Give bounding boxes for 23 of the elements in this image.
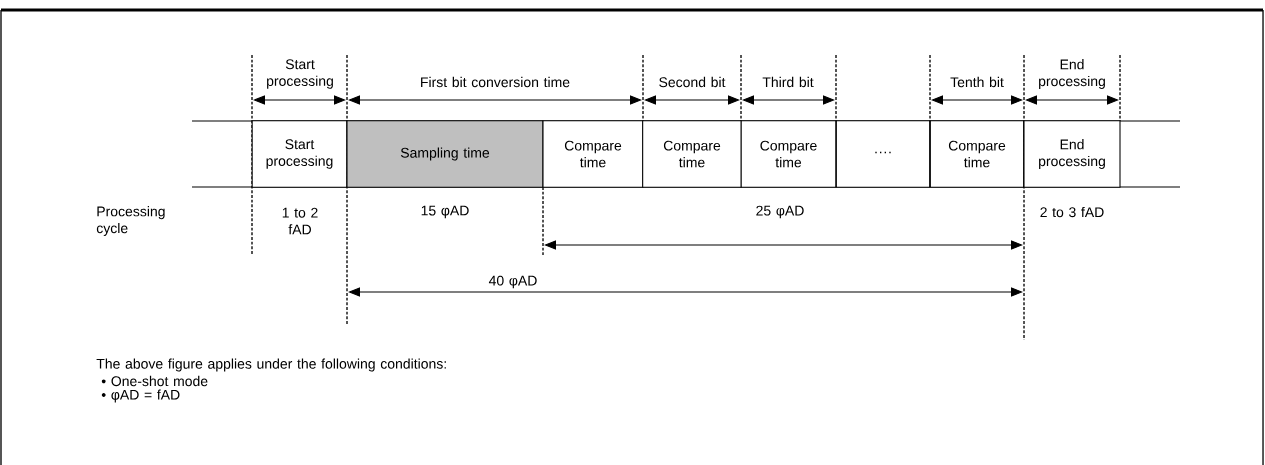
timing-cell: Compare time bbox=[740, 120, 837, 188]
timing-cell: ···· bbox=[835, 120, 931, 188]
timing-cell: Compare time bbox=[642, 120, 742, 188]
label-text: Start processing bbox=[267, 59, 333, 89]
label-text: • φAD = fAD bbox=[101, 389, 180, 403]
timing-cell: Compare time bbox=[542, 120, 644, 188]
timing-cell: End processing bbox=[1023, 120, 1121, 188]
label-text: First bit conversion time bbox=[421, 76, 570, 88]
label-text: 40 φAD bbox=[488, 275, 537, 289]
label-text: The above figure applies under the following conditions: bbox=[96, 358, 446, 372]
label-text: End processing bbox=[1039, 59, 1105, 89]
label-text: 25 φAD bbox=[756, 205, 804, 219]
label-text: Processing cycle bbox=[96, 206, 165, 236]
label-text: 15 φAD bbox=[421, 205, 469, 219]
label-text: 1 to 2 fAD bbox=[282, 207, 318, 235]
label-text: 2 to 3 fAD bbox=[1040, 206, 1104, 218]
timing-cell: Sampling time bbox=[346, 120, 544, 188]
timing-cell: Start processing bbox=[251, 120, 348, 188]
label-text: • One-shot mode bbox=[101, 375, 208, 387]
label-text: Tenth bit bbox=[950, 76, 1004, 88]
timing-cell: Compare time bbox=[929, 120, 1025, 188]
label-text: Second bit bbox=[659, 76, 726, 88]
label-text: Third bit bbox=[762, 76, 814, 88]
